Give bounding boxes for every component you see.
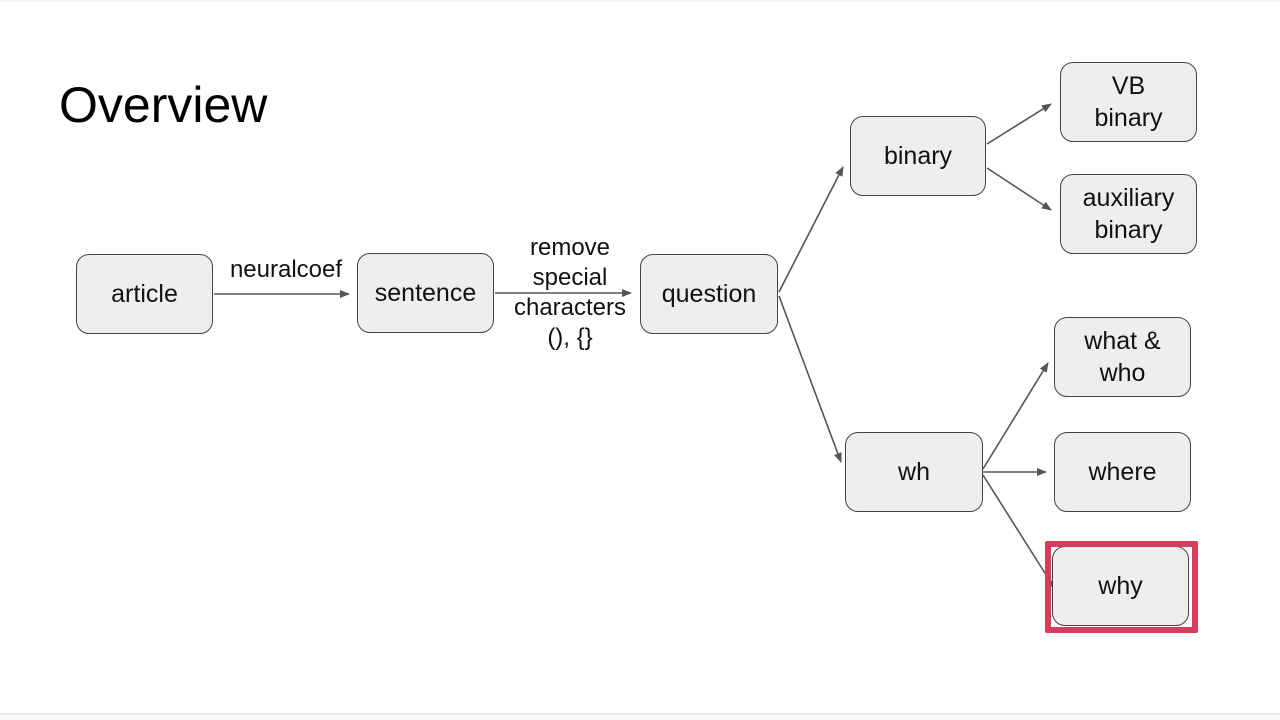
- node-wh-label: wh: [898, 457, 930, 486]
- node-vb-binary: VB binary: [1060, 62, 1197, 142]
- node-why: why: [1052, 546, 1189, 626]
- node-why-label: why: [1098, 571, 1143, 600]
- arrow-question-to-binary: [778, 166, 844, 293]
- top-edge-line: [0, 0, 1280, 2]
- node-where: where: [1054, 432, 1191, 512]
- arrow-wh-to-what-who: [982, 362, 1049, 470]
- arrow-question-to-wh: [778, 295, 842, 463]
- node-what-who: what & who: [1054, 317, 1191, 397]
- highlight-box-why: [1045, 541, 1198, 633]
- node-auxiliary-binary: auxiliary binary: [1060, 174, 1197, 254]
- node-sentence: sentence: [357, 253, 494, 333]
- node-article: article: [76, 254, 213, 334]
- node-what-who-label: what & who: [1084, 326, 1161, 388]
- node-sentence-label: sentence: [374, 278, 477, 307]
- node-binary-label: binary: [883, 141, 953, 170]
- node-auxiliary-binary-label: auxiliary binary: [1082, 183, 1175, 245]
- node-question-label: question: [661, 279, 757, 308]
- bottom-edge-line: [0, 713, 1280, 715]
- node-article-label: article: [111, 279, 178, 308]
- node-question: question: [640, 254, 778, 334]
- page-title: Overview: [59, 77, 268, 133]
- arrow-binary-to-auxiliary-binary: [986, 167, 1052, 211]
- edge-label-neuralcoef: neuralcoef: [229, 256, 343, 283]
- arrow-binary-to-vb-binary: [986, 103, 1052, 145]
- edge-label-remove-special-characters: remove special characters (), {}: [513, 234, 627, 351]
- node-wh: wh: [845, 432, 983, 512]
- node-where-label: where: [1088, 457, 1157, 486]
- node-binary: binary: [850, 116, 986, 196]
- bottom-edge-strip: [0, 715, 1280, 720]
- node-vb-binary-label: VB binary: [1094, 71, 1163, 133]
